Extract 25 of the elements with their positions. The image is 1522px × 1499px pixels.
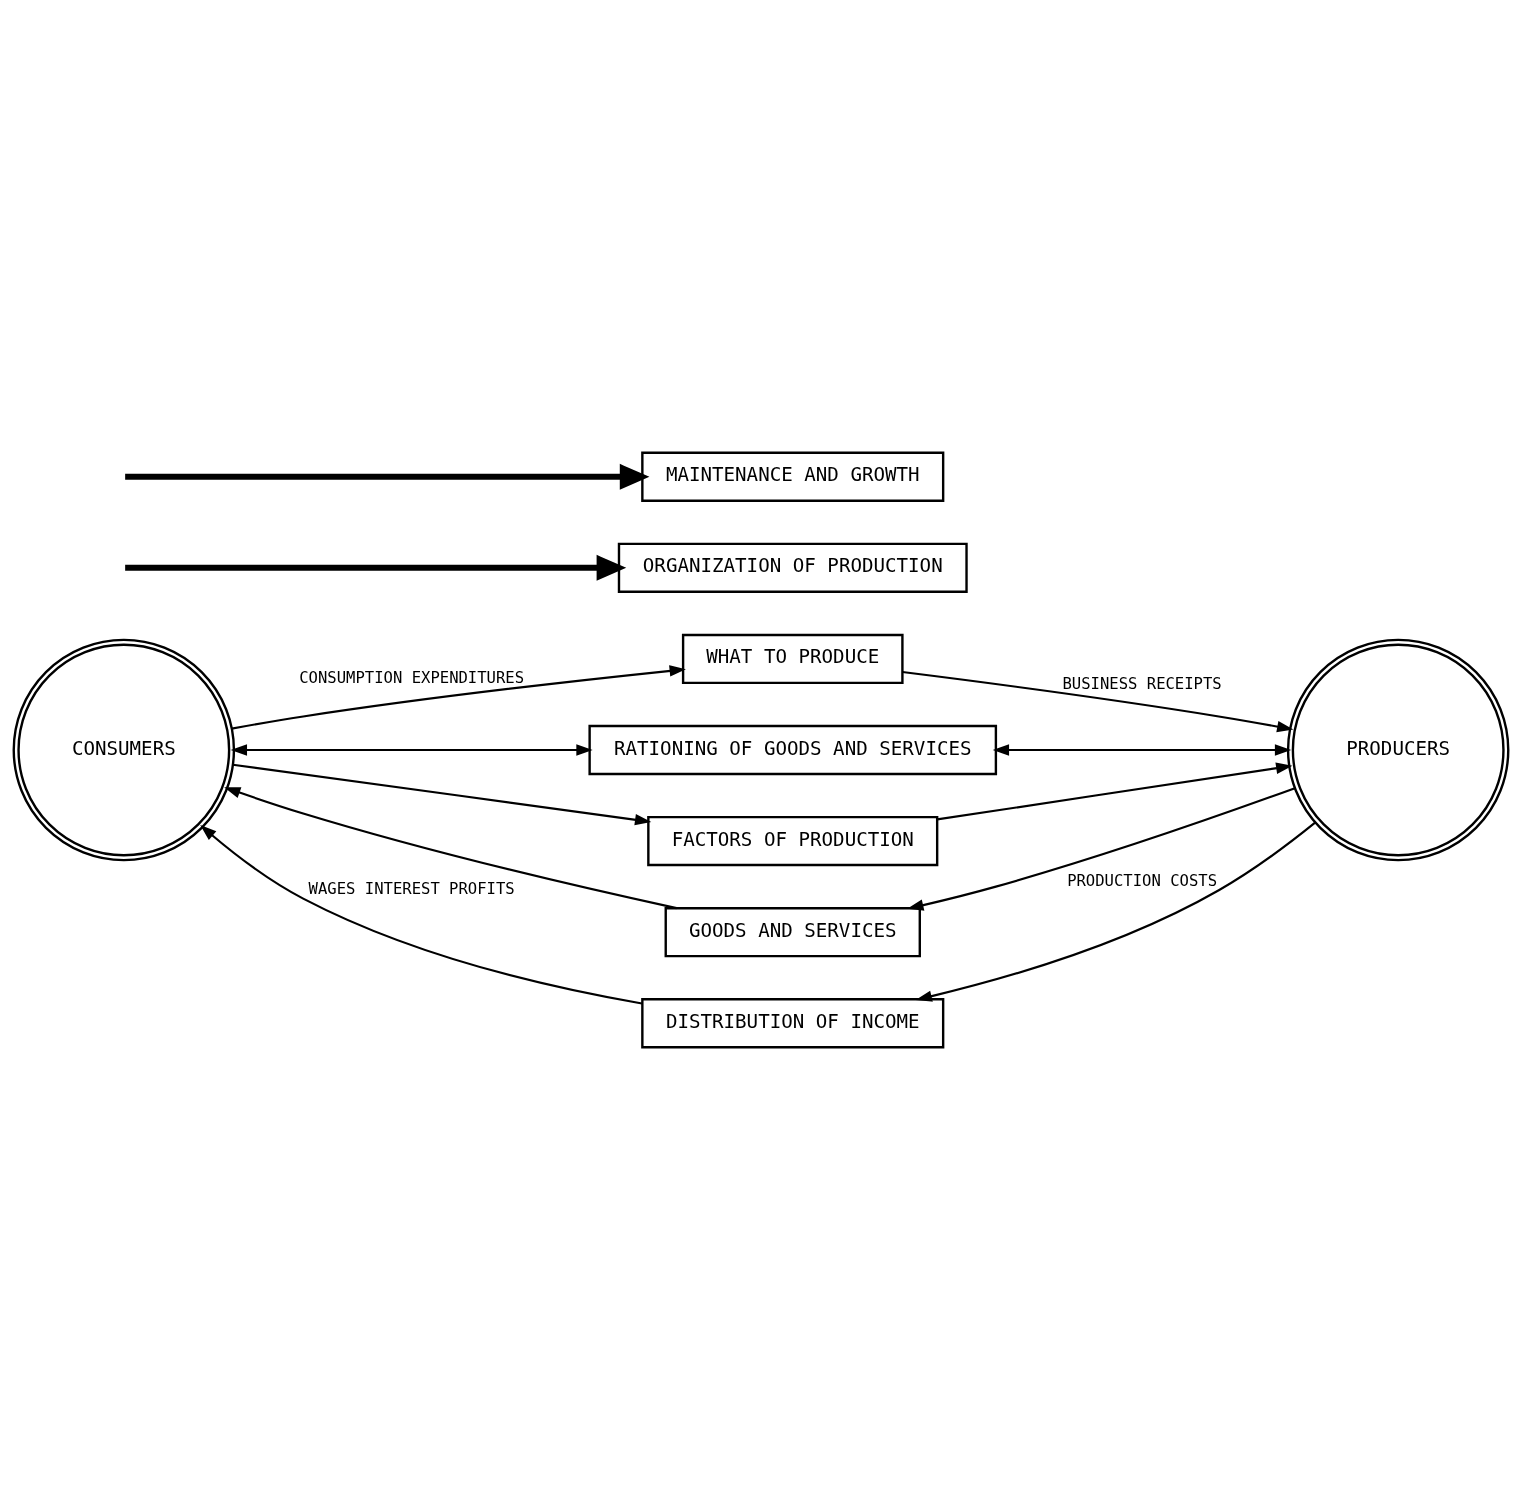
- edge-label: PRODUCTION COSTS: [1067, 871, 1218, 890]
- edge-label: CONSUMPTION EXPENDITURES: [299, 668, 525, 687]
- arrow: [125, 554, 627, 581]
- node-box: DISTRIBUTION OF INCOME: [641, 997, 945, 1048]
- node-box: ORGANIZATION OF PRODUCTION: [617, 542, 968, 593]
- arrow: [230, 743, 593, 756]
- arrow: [224, 786, 677, 909]
- edge-label: BUSINESS RECEIPTS: [1062, 674, 1222, 693]
- edge-label: WAGES INTEREST PROFITS: [308, 879, 515, 898]
- arrow: [915, 821, 1317, 1002]
- arrow: [232, 763, 652, 825]
- arrow: [231, 664, 686, 730]
- node-box: RATIONING OF GOODS AND SERVICES: [588, 724, 998, 775]
- node-box: WHAT TO PRODUCE: [681, 633, 904, 684]
- node-box: MAINTENANCE AND GROWTH: [641, 451, 945, 502]
- arrow: [992, 743, 1292, 756]
- node-circle: PRODUCERS: [1286, 638, 1510, 861]
- node-box: GOODS AND SERVICES: [664, 906, 921, 957]
- arrow: [125, 463, 650, 490]
- arrow: [200, 824, 643, 1005]
- arrow: [937, 762, 1293, 820]
- arrow: [902, 670, 1294, 732]
- arrow: [907, 786, 1296, 911]
- node-box: FACTORS OF PRODUCTION: [647, 815, 939, 866]
- node-circle: CONSUMERS: [12, 638, 236, 861]
